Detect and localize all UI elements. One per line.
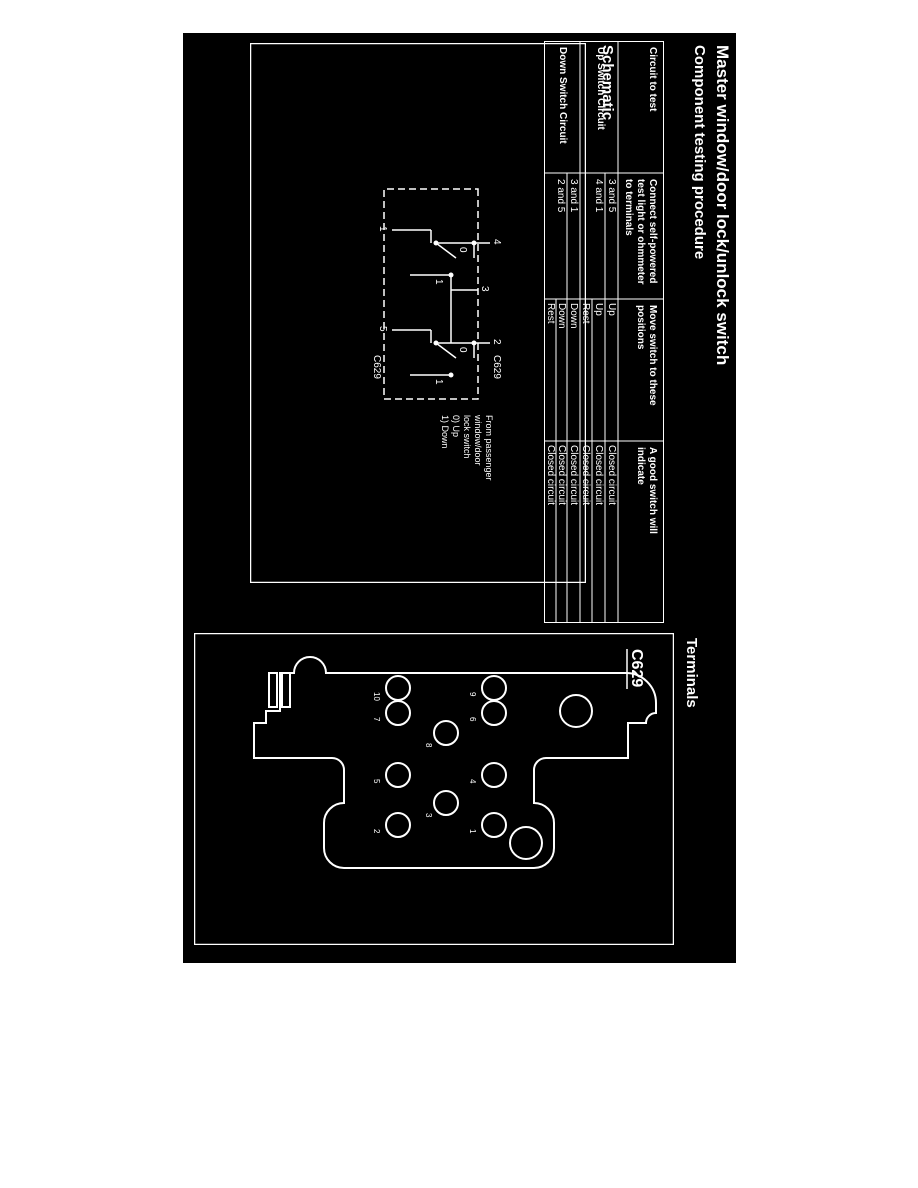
pin-label-5: 5 bbox=[372, 779, 381, 784]
terminals-row-2: 4 and 1 bbox=[593, 179, 604, 213]
switch-b-blade bbox=[435, 342, 457, 359]
pin-2 bbox=[385, 812, 411, 838]
connector-label-top: C629 bbox=[491, 355, 502, 379]
result-row-1: Closed circuit bbox=[606, 445, 617, 506]
schematic-diagram: 4 3 2 1 5 C629 C629 0 1 0 1 From passeng… bbox=[250, 43, 586, 583]
pin-4 bbox=[481, 762, 507, 788]
terminals-frame bbox=[194, 633, 674, 945]
connector-outline bbox=[253, 656, 657, 869]
pin-10 bbox=[385, 675, 411, 701]
testing-table: Circuit to test Connect self-powered tes… bbox=[544, 41, 664, 623]
switch-a-blade bbox=[435, 242, 457, 259]
header-positions: Move switch to these positions bbox=[635, 305, 658, 406]
page-title: Master window/door lock/unlock switch bbox=[713, 45, 732, 366]
terminals-row-1: 3 and 5 bbox=[606, 179, 617, 213]
pin-label-7: 7 bbox=[372, 717, 381, 722]
pin-5 bbox=[385, 762, 411, 788]
connector-label-bottom: C629 bbox=[371, 355, 382, 379]
legend-line-1: From passenger bbox=[484, 415, 494, 481]
position-row-1: Up bbox=[606, 303, 617, 316]
legend-line-3: lock switch bbox=[462, 415, 472, 459]
terminals-diagram: C629 1 2 3 4 bbox=[194, 633, 674, 945]
pin-1 bbox=[481, 812, 507, 838]
testing-heading: Component testing procedure bbox=[691, 45, 708, 260]
result-row-2: Closed circuit bbox=[593, 445, 604, 506]
pin-label-4: 4 bbox=[468, 779, 477, 784]
diagram-panel: Master window/door lock/unlock switch Co… bbox=[183, 33, 736, 963]
terminals-heading: Terminals bbox=[683, 638, 700, 708]
header-terminals: Connect self-powered test light or ohmme… bbox=[623, 179, 658, 285]
pin-6 bbox=[481, 700, 507, 726]
pin-label-8: 8 bbox=[424, 743, 433, 748]
table-border bbox=[544, 41, 664, 623]
terminal-label-1: 1 bbox=[377, 226, 388, 232]
node-b-blade bbox=[433, 340, 439, 346]
node-b-contact bbox=[448, 372, 454, 378]
node-b-top bbox=[471, 340, 477, 346]
pin-8 bbox=[433, 720, 459, 746]
switch-boundary bbox=[383, 188, 479, 400]
legend-line-4: 0) Up bbox=[451, 415, 461, 437]
switch-a-pos-0: 0 bbox=[457, 247, 468, 253]
header-result: A good switch will indicate bbox=[635, 447, 658, 534]
node-a-contact bbox=[448, 272, 454, 278]
mount-hole-bottom bbox=[509, 826, 543, 860]
rotated-content: Master window/door lock/unlock switch Co… bbox=[183, 33, 736, 963]
terminal-label-4: 4 bbox=[491, 239, 502, 245]
node-a-blade bbox=[433, 240, 439, 246]
terminal-label-5: 5 bbox=[377, 326, 388, 332]
pin-label-10: 10 bbox=[372, 692, 381, 701]
latch-slot-1 bbox=[281, 672, 291, 708]
mount-hole-top bbox=[559, 694, 593, 728]
table-grid bbox=[544, 41, 664, 623]
circuit-up: Up Switch Circuit bbox=[595, 47, 606, 130]
position-row-2: Up bbox=[593, 303, 604, 316]
pin-9 bbox=[481, 675, 507, 701]
pin-label-6: 6 bbox=[468, 717, 477, 722]
connector-id: C629 bbox=[628, 649, 645, 687]
switch-b-pos-1: 1 bbox=[433, 379, 444, 385]
pin-label-3: 3 bbox=[424, 813, 433, 818]
pin-label-9: 9 bbox=[468, 692, 477, 697]
switch-b-pos-0: 0 bbox=[457, 347, 468, 353]
legend-line-2: window/door bbox=[473, 414, 483, 466]
header-circuit: Circuit to test bbox=[647, 47, 658, 112]
pin-7 bbox=[385, 700, 411, 726]
pin-3 bbox=[433, 790, 459, 816]
pin-label-1: 1 bbox=[468, 829, 477, 834]
legend-line-5: 1) Down bbox=[440, 415, 450, 449]
terminal-label-3: 3 bbox=[479, 286, 490, 292]
schematic-frame bbox=[250, 43, 586, 583]
switch-a-pos-1: 1 bbox=[433, 279, 444, 285]
terminal-label-2: 2 bbox=[491, 339, 502, 345]
latch-slot-2 bbox=[268, 672, 278, 708]
pin-label-2: 2 bbox=[372, 829, 381, 834]
node-a-top bbox=[471, 240, 477, 246]
